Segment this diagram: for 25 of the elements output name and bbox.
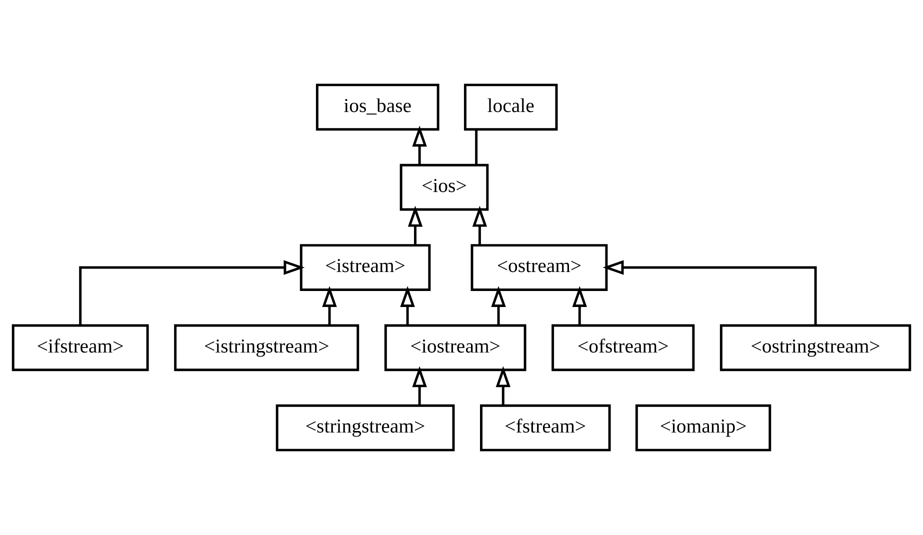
- connector: [475, 129, 478, 165]
- arrow: [322, 286, 337, 326]
- node-box: <ostream>: [470, 244, 608, 291]
- node-box: <iostream>: [384, 324, 526, 372]
- node-box: <ostringstream>: [720, 324, 912, 372]
- node-box: locale: [464, 84, 558, 131]
- arrow: [400, 286, 415, 326]
- node-box: <iomanip>: [635, 404, 772, 452]
- node-box: <istringstream>: [174, 324, 360, 372]
- arrow: [572, 286, 587, 326]
- node-box: <fstream>: [480, 404, 611, 452]
- node-box: <ifstream>: [12, 324, 149, 372]
- node-box: <stringstream>: [276, 404, 455, 452]
- arrow: [496, 366, 510, 406]
- arrow: [602, 260, 817, 326]
- arrow: [412, 366, 427, 406]
- node-box: <ios>: [400, 164, 489, 211]
- arrow: [408, 206, 423, 246]
- node-box: <istream>: [300, 244, 431, 291]
- arrow: [79, 260, 305, 326]
- arrow: [491, 286, 506, 326]
- node-box: ios_base: [316, 84, 440, 131]
- arrow: [412, 126, 427, 165]
- arrow: [472, 206, 488, 246]
- node-box: <ofstream>: [552, 324, 695, 372]
